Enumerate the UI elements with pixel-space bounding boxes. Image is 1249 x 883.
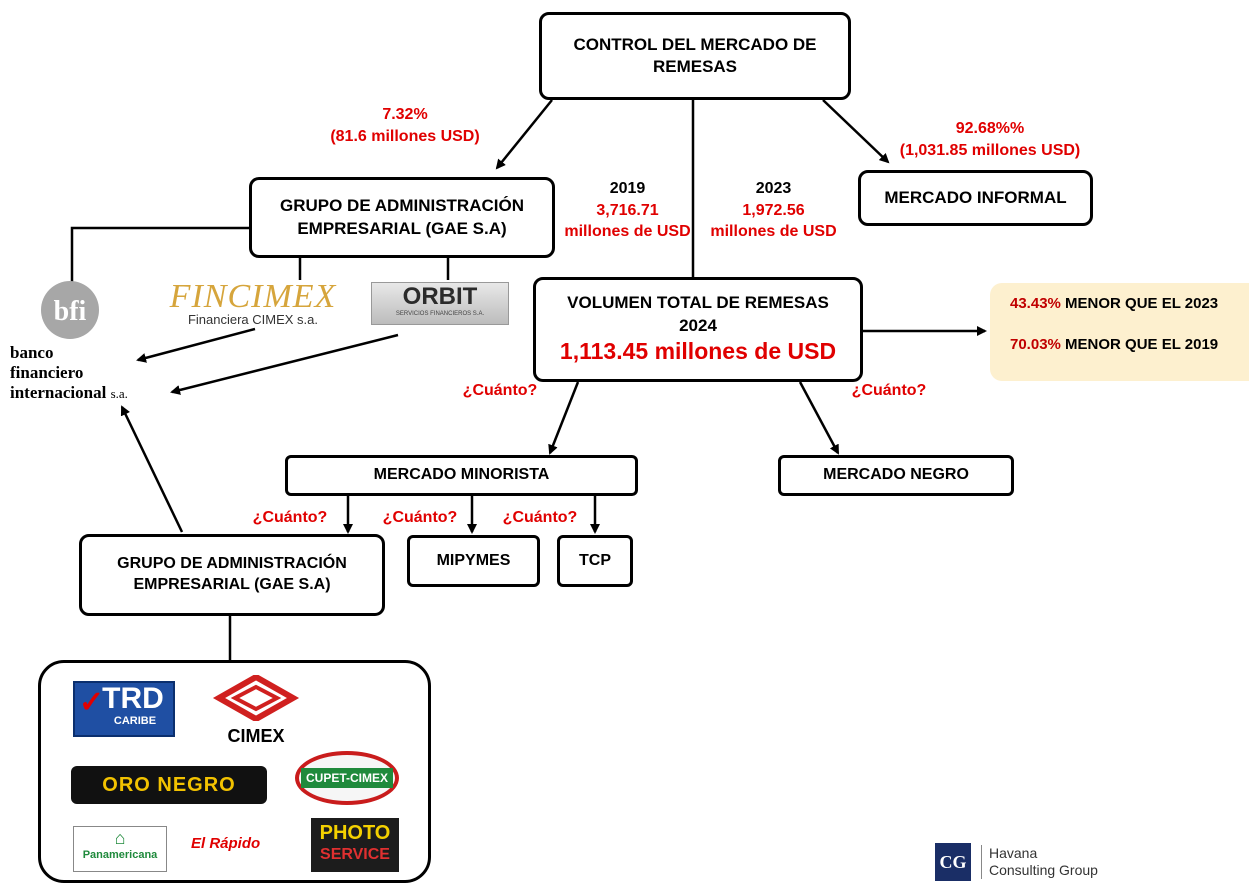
arrow-gae-bottom-to-bank — [120, 405, 184, 533]
informal-title: MERCADO INFORMAL — [884, 187, 1067, 207]
comparison-2023: 43.43% MENOR QUE EL 2023 — [1010, 295, 1249, 312]
bank-name: banco financiero internacional s.a. — [10, 343, 128, 404]
negro-box: MERCADO NEGRO — [778, 455, 1014, 496]
havana-line1: Havana — [989, 845, 1038, 861]
bank-name-line1: banco — [10, 343, 54, 362]
bank-name-line2: financiero — [10, 363, 84, 382]
havana-divider — [981, 845, 982, 879]
question-negro: ¿Cuánto? — [851, 382, 927, 399]
year-2023-value: 1,972.56 — [742, 201, 805, 219]
tcp-title: TCP — [579, 551, 611, 569]
panamericana-name: Panamericana — [82, 849, 158, 861]
year-2019: 2019 — [609, 180, 646, 197]
photo-service-logo: PHOTO SERVICE — [311, 818, 399, 872]
question-minorista: ¿Cuánto? — [462, 382, 538, 399]
cupet-logo: CUPET-CIMEX — [295, 751, 399, 805]
year-2023-unit: millones de USD — [710, 223, 837, 241]
year-2023-label: 2023 1,972.56 millones de USD — [706, 178, 841, 243]
year-2019-unit: millones de USD — [564, 223, 691, 241]
arrow-to-informal — [822, 99, 890, 164]
comparison-2023-text: MENOR QUE EL 2023 — [1060, 295, 1219, 312]
volumen-value: 1,113.45 millones de USD — [559, 337, 837, 364]
question-tcp: ¿Cuánto? — [502, 509, 578, 526]
trd-name: TRD — [102, 682, 164, 715]
cg-monogram: CG — [935, 843, 971, 881]
informal-box: MERCADO INFORMAL — [858, 170, 1093, 226]
cimex-mark — [212, 673, 300, 723]
orbit-sub: SERVICIOS FINANCIEROS S.A. — [395, 311, 485, 317]
cimex-name: CIMEX — [227, 726, 285, 746]
control-title: CONTROL DEL MERCADO DE REMESAS — [573, 34, 817, 76]
svg-text:bfi: bfi — [54, 296, 87, 327]
minorista-box: MERCADO MINORISTA — [285, 455, 638, 496]
volumen-box: VOLUMEN TOTAL DE REMESAS 2024 1,113.45 m… — [533, 277, 863, 382]
orbit-name: ORBIT — [402, 283, 478, 310]
bfi-logo-mark: bfi — [41, 281, 99, 339]
bfi-logo: bfi — [40, 280, 100, 340]
year-2019-label: 2019 3,716.71 millones de USD — [560, 178, 695, 243]
orbit-logo: ORBIT SERVICIOS FINANCIEROS S.A. — [371, 282, 509, 325]
trd-sub: CARIBE — [113, 715, 157, 727]
arrow-fincimex-to-bank — [136, 327, 256, 363]
left-flow-percent: 7.32% — [382, 106, 428, 123]
right-flow-label: 92.68%% (1,031.85 millones USD) — [880, 118, 1100, 161]
gae-left-branch — [70, 226, 249, 282]
el-rapido-logo: El Rápido — [191, 835, 291, 861]
right-flow-percent: 92.68%% — [955, 120, 1025, 137]
left-flow-amount: (81.6 millones USD) — [330, 127, 480, 145]
volumen-title: VOLUMEN TOTAL DE REMESAS — [567, 293, 829, 313]
fincimex-sub: Financiera CIMEX s.a. — [187, 312, 319, 327]
panamericana-icon: ⌂ — [114, 828, 126, 848]
comparison-2019: 70.03% MENOR QUE EL 2019 — [1010, 336, 1249, 353]
minorista-title: MERCADO MINORISTA — [373, 466, 550, 484]
negro-title: MERCADO NEGRO — [823, 466, 969, 484]
volumen-year: 2024 — [679, 315, 717, 335]
gae-bottom-box: GRUPO DE ADMINISTRACIÓN EMPRESARIAL (GAE… — [79, 534, 385, 616]
comparison-2019-pct: 70.03% — [1010, 336, 1061, 353]
gae-bottom-title: GRUPO DE ADMINISTRACIÓN EMPRESARIAL (GAE… — [117, 555, 347, 593]
fincimex-logo: FINCIMEX Financiera CIMEX s.a. — [163, 278, 343, 330]
right-flow-amount: (1,031.85 millones USD) — [899, 141, 1081, 159]
arrow-orbit-to-bank — [170, 333, 399, 395]
fincimex-name: FINCIMEX — [169, 278, 337, 315]
year-2019-value: 3,716.71 — [596, 201, 659, 219]
cimex-logo: CIMEX — [211, 673, 301, 746]
panamericana-logo: ⌂ Panamericana — [73, 826, 167, 872]
gae-top-box: GRUPO DE ADMINISTRACIÓN EMPRESARIAL (GAE… — [249, 177, 555, 258]
havana-logo: CG Havana Consulting Group — [935, 843, 1135, 881]
arrow-to-negro — [798, 381, 840, 455]
photo-name: PHOTO — [319, 822, 391, 844]
arrow-to-gae — [495, 99, 553, 170]
bank-name-line3: internacional s.a. — [10, 383, 128, 402]
oro-negro-logo: ORO NEGRO — [71, 766, 267, 804]
mipymes-title: MIPYMES — [436, 551, 511, 569]
question-mipymes: ¿Cuánto? — [382, 509, 458, 526]
question-gae-bottom: ¿Cuánto? — [252, 509, 328, 526]
tcp-box: TCP — [557, 535, 633, 587]
havana-line2: Consulting Group — [989, 862, 1098, 878]
arrow-to-minorista — [548, 381, 580, 455]
comparison-2019-text: MENOR QUE EL 2019 — [1060, 336, 1219, 353]
havana-text: Havana Consulting Group — [989, 845, 1098, 879]
comparison-panel: 43.43% MENOR QUE EL 2023 70.03% MENOR QU… — [990, 283, 1249, 381]
brands-box: TRD CARIBE ✓ CIMEX ORO NEGRO CUPET-CIMEX… — [38, 660, 431, 883]
left-flow-label: 7.32% (81.6 millones USD) — [305, 104, 505, 147]
oro-negro-name: ORO NEGRO — [102, 773, 236, 796]
trd-logo: TRD CARIBE ✓ — [73, 681, 175, 737]
control-box: CONTROL DEL MERCADO DE REMESAS — [539, 12, 851, 100]
comparison-2023-pct: 43.43% — [1010, 295, 1061, 312]
cupet-name: CUPET-CIMEX — [300, 768, 393, 788]
check-icon: ✓ — [79, 686, 105, 719]
year-2023: 2023 — [755, 180, 792, 197]
service-name: SERVICE — [320, 846, 390, 863]
el-rapido-name: El Rápido — [191, 835, 261, 852]
mipymes-box: MIPYMES — [407, 535, 540, 587]
gae-top-title: GRUPO DE ADMINISTRACIÓN EMPRESARIAL (GAE… — [280, 196, 524, 238]
